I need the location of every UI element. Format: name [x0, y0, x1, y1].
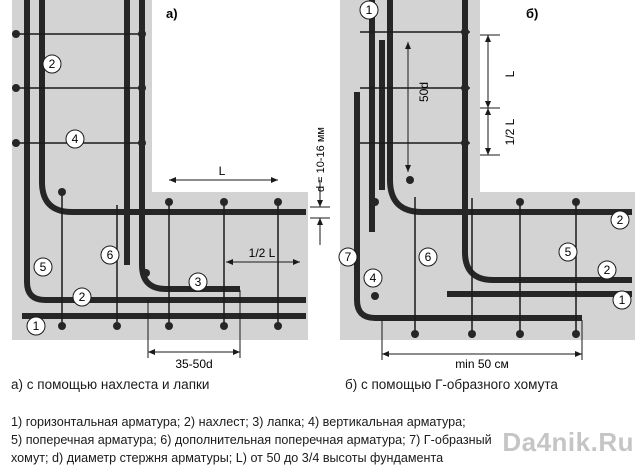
bar-dots-b: [371, 28, 580, 338]
callout-2-bottom-a: 2: [72, 287, 92, 307]
callouts-a: 2 4 6 5 3 2 1: [26, 54, 208, 336]
svg-text:5: 5: [565, 245, 572, 259]
dimensions-a: [147, 177, 330, 358]
svg-text:6: 6: [425, 250, 432, 264]
svg-text:2: 2: [49, 57, 56, 71]
callout-5-a: 4: [65, 129, 85, 149]
dim-span-b: min 50 см: [455, 357, 509, 371]
callout-4-b: 4: [363, 268, 383, 288]
panel-a: а) L 1/2 L 35-50d d = 10-16 мм 2 4 6 5: [12, 0, 330, 371]
vertical-bar-3-b: [387, 0, 632, 215]
svg-text:2: 2: [617, 213, 624, 227]
panel-a-label: а): [166, 6, 178, 21]
dimensions-b: [381, 34, 583, 360]
caption-a: а) с помощью нахлеста и лапки: [11, 377, 210, 392]
svg-text:4: 4: [370, 271, 377, 285]
dim-bend-b: 50d: [417, 82, 431, 102]
dim-lap-a: L: [219, 164, 226, 178]
stirrups-b: [360, 31, 577, 338]
callout-6-b: 6: [418, 247, 438, 267]
callout-1-bottom-b: 1: [612, 290, 632, 310]
legend-line-2: 5) поперечная арматура; 6) дополнительна…: [11, 433, 492, 447]
svg-text:1: 1: [33, 319, 40, 333]
callout-2-top-a: 2: [42, 54, 62, 74]
caption-b: б) с помощью Г-образного хомута: [345, 377, 558, 392]
bar-dots-a: [12, 30, 282, 330]
callout-3-a: 3: [188, 272, 208, 292]
callouts-b: 1 2 7 6 5 4 2: [338, 0, 632, 310]
watermark: Da4nik.Ru: [502, 427, 634, 457]
callout-1-top-b: 1: [359, 0, 379, 20]
dim-lap-b: L: [503, 70, 517, 77]
svg-text:2: 2: [604, 263, 611, 277]
dim-hook-a: 1/2 L: [249, 246, 276, 260]
l-stirrup-b: [354, 92, 582, 321]
svg-text:2: 2: [79, 290, 86, 304]
svg-text:1: 1: [619, 293, 626, 307]
vertical-bar-inner-a: [39, 0, 306, 215]
vertical-bar-outer-a: [24, 0, 306, 303]
dim-half-b: 1/2 L: [503, 118, 517, 145]
panel-b: б) L 1/2 L 50d min 50 см 1 2 7 6: [338, 0, 635, 371]
svg-text:3: 3: [195, 275, 202, 289]
callout-1-a: 1: [26, 316, 46, 336]
callout-5-b: 5: [558, 242, 578, 262]
dim-bar-diameter: d = 10-16 мм: [315, 127, 327, 192]
rebar-diagram: а) L 1/2 L 35-50d d = 10-16 мм 2 4 6 5: [12, 0, 635, 371]
svg-text:5: 5: [40, 260, 47, 274]
foot-bar-a: [139, 0, 240, 292]
svg-text:1: 1: [366, 3, 373, 17]
callout-2-bottom-b: 2: [597, 260, 617, 280]
svg-text:6: 6: [107, 248, 114, 262]
legend-line-3: хомут; d) диаметр стержня арматуры; L) о…: [11, 451, 444, 465]
callout-6-a: 6: [100, 245, 120, 265]
dim-offset-a: 35-50d: [175, 357, 212, 371]
callout-2-top-b: 2: [610, 210, 630, 230]
svg-text:7: 7: [345, 250, 352, 264]
legend-line-1: 1) горизонтальная арматура; 2) нахлест; …: [11, 415, 466, 429]
panel-b-label: б): [526, 6, 538, 21]
callout-7-b: 7: [338, 247, 358, 267]
svg-text:4: 4: [72, 132, 79, 146]
concrete-a: [12, 0, 308, 340]
callout-4-a: 5: [33, 257, 53, 277]
